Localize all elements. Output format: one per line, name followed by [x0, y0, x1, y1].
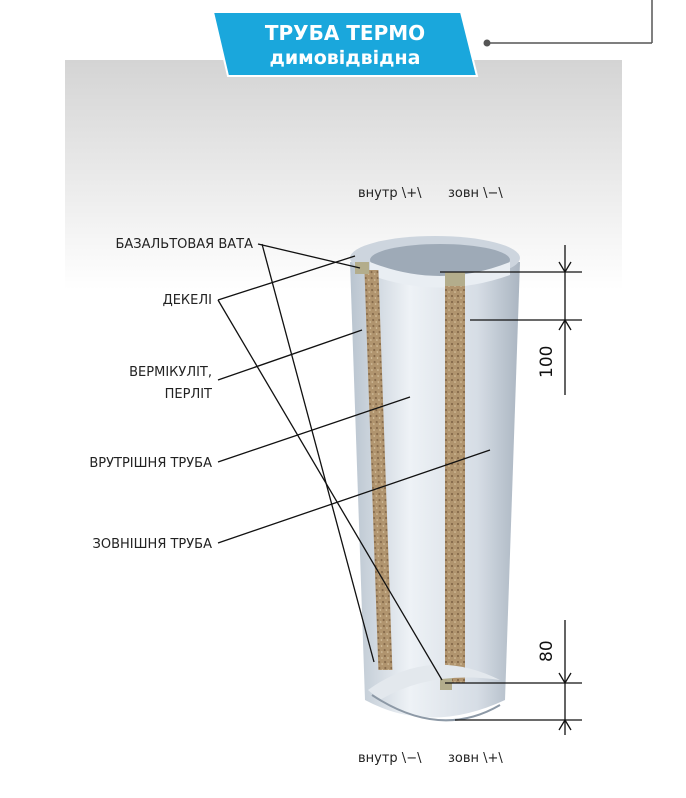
bottom-inner-note: внутр \−\ [358, 751, 422, 766]
title-line-2: димовідвідна [270, 47, 421, 69]
label-vermiculite: ВЕРМІКУЛІТ, [129, 365, 212, 380]
bottom-outer-note: зовн \+\ [448, 751, 503, 766]
header-connector [483, 0, 653, 47]
basalt-wool-right [445, 272, 465, 286]
outer-pipe [350, 262, 520, 718]
title-line-1: ТРУБА ТЕРМО [265, 21, 425, 45]
dimension-100: 100 [537, 346, 557, 378]
insulation-right [445, 278, 465, 683]
label-basalt-wool: БАЗАЛЬТОВАЯ ВАТА [115, 237, 253, 252]
background-panel [65, 60, 622, 290]
dimension-80: 80 [537, 640, 557, 662]
label-perlite: ПЕРЛІТ [165, 387, 212, 402]
label-dekeli: ДЕКЕЛІ [163, 293, 212, 308]
leader-lines [217, 243, 491, 681]
title-banner: ТРУБА ТЕРМО димовідвідна [211, 11, 479, 77]
label-inner-pipe: ВРУТРІШНЯ ТРУБА [89, 456, 212, 471]
insulation-left [364, 270, 393, 670]
basalt-wool-left [355, 262, 369, 274]
dimension-lines [440, 245, 582, 735]
top-outer-note: зовн \−\ [448, 186, 503, 201]
pipe-opening [370, 244, 510, 276]
label-outer-pipe: ЗОВНІШНЯ ТРУБА [93, 537, 213, 552]
top-inner-note: внутр \+\ [358, 186, 422, 201]
dekeli-bottom [440, 678, 452, 690]
pipe-illustration [350, 236, 520, 722]
